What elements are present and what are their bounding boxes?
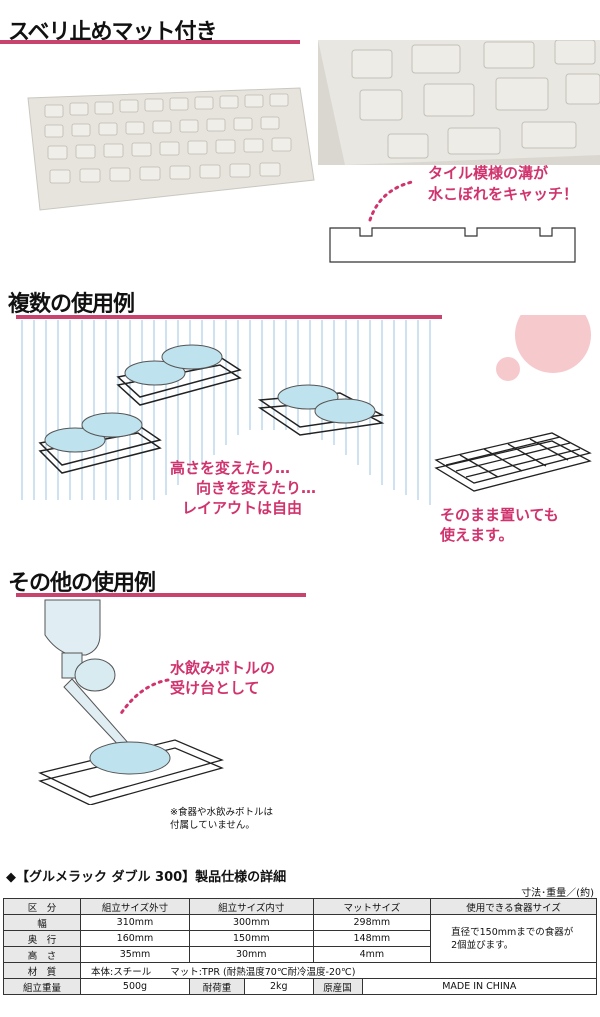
header-mat-size: マットサイズ [312, 898, 432, 915]
outer-value: 35mm [80, 946, 190, 963]
multi-section-title: 複数の使用例 [8, 292, 135, 317]
mat-value: 4mm [312, 946, 432, 963]
weight-label: 組立重量 [3, 978, 81, 995]
row-label: 奥 行 [3, 930, 81, 947]
pink-bubble-small [496, 357, 520, 381]
inner-value: 300mm [189, 914, 314, 931]
spec-unit-note: 寸法･重量／(約) [521, 888, 594, 899]
bottle-callout-line2: 受け台として [170, 679, 260, 697]
outer-value: 160mm [80, 930, 190, 947]
mat-value: 298mm [312, 914, 432, 931]
table-row: 奥 行 160mm 150mm 148mm [3, 930, 597, 947]
tile-callout-line1: タイル模様の溝が [428, 164, 549, 182]
bowls-right [277, 384, 376, 424]
floor-rack [434, 432, 592, 492]
pink-bubble-large [515, 315, 591, 373]
origin-label: 原産国 [312, 978, 363, 995]
multi-use-illustration [21, 315, 592, 505]
bowls-upper [124, 344, 223, 386]
inner-value: 150mm [189, 930, 314, 947]
spec-heading: ◆【グルメラック ダブル 300】製品仕様の詳細 [6, 870, 287, 885]
header-outer-size: 組立サイズ外寸 [80, 898, 190, 915]
bottle-illustration [38, 599, 224, 805]
material-value: 本体:スチール マット:TPR (耐熱温度70℃耐冷温度-20℃) [80, 962, 597, 979]
mat-value: 148mm [312, 930, 432, 947]
note-line2: 付属していません。 [170, 820, 255, 831]
layout-callout-line3: レイアウトは自由 [182, 499, 303, 517]
layout-callout-line2: 向きを変えたり… [196, 479, 317, 497]
table-row: 幅 310mm 300mm 298mm 直径で150mmまでの食器が 2個並びま… [3, 914, 597, 963]
material-label: 材 質 [3, 962, 81, 979]
floor-callout-line2: 使えます。 [440, 526, 514, 544]
dish-size-cell: 直径で150mmまでの食器が 2個並びます。 [430, 914, 597, 963]
bowls-left [44, 412, 143, 453]
accessory-note: ※食器や水飲みボトルは 付属していません。 [170, 806, 273, 832]
mat-perspective-image [27, 87, 315, 211]
row-label: 幅 [3, 914, 81, 931]
bottle-callout-line1: 水飲みボトルの [170, 659, 276, 677]
load-value: 2kg [244, 978, 314, 995]
multi-title-rule [16, 315, 442, 319]
bottle-holder-ball [74, 658, 116, 692]
mat-groove-cross-section [329, 227, 576, 263]
header-dish-size: 使用できる食器サイズ [430, 898, 597, 915]
outer-value: 310mm [80, 914, 190, 931]
dish-size-line2: 2個並びます。 [451, 939, 514, 951]
water-bottle [44, 599, 101, 656]
tile-callout-line2: 水こぼれをキャッチ！ [428, 185, 579, 203]
other-title-rule [16, 593, 306, 597]
table-row: 材 質 本体:スチール マット:TPR (耐熱温度70℃耐冷温度-20℃) [3, 962, 597, 979]
weight-value: 500g [80, 978, 190, 995]
layout-callout-line1: 高さを変えたり… [170, 459, 291, 477]
wall-vertical-lines [21, 320, 431, 505]
row-label: 高 さ [3, 946, 81, 963]
callout-dotted-arrow [368, 180, 414, 222]
mat-title-rule [0, 40, 300, 44]
header-category: 区 分 [3, 898, 81, 915]
load-label: 耐荷重 [189, 978, 245, 995]
inner-value: 30mm [189, 946, 314, 963]
spec-table: 区 分 組立サイズ外寸 組立サイズ内寸 マットサイズ 使用できる食器サイズ 幅 … [3, 898, 598, 995]
bottle-callout-arrow [118, 678, 170, 717]
other-section-title: その他の使用例 [8, 571, 156, 596]
dish-size-line1: 直径で150mmまでの食器が [451, 926, 574, 938]
floor-callout-line1: そのまま置いても [440, 506, 559, 524]
origin-value: MADE IN CHINA [361, 978, 598, 995]
header-inner-size: 組立サイズ内寸 [189, 898, 314, 915]
table-row: 高 さ 35mm 30mm 4mm [3, 946, 597, 963]
mat-closeup-image [318, 40, 600, 165]
bowl-under-bottle [89, 741, 171, 775]
table-row: 組立重量 500g 耐荷重 2kg 原産国 MADE IN CHINA [3, 978, 598, 995]
spec-header-row: 区 分 組立サイズ外寸 組立サイズ内寸 マットサイズ 使用できる食器サイズ [3, 898, 597, 915]
mat-illustration [27, 40, 600, 263]
note-line1: ※食器や水飲みボトルは [170, 807, 273, 818]
